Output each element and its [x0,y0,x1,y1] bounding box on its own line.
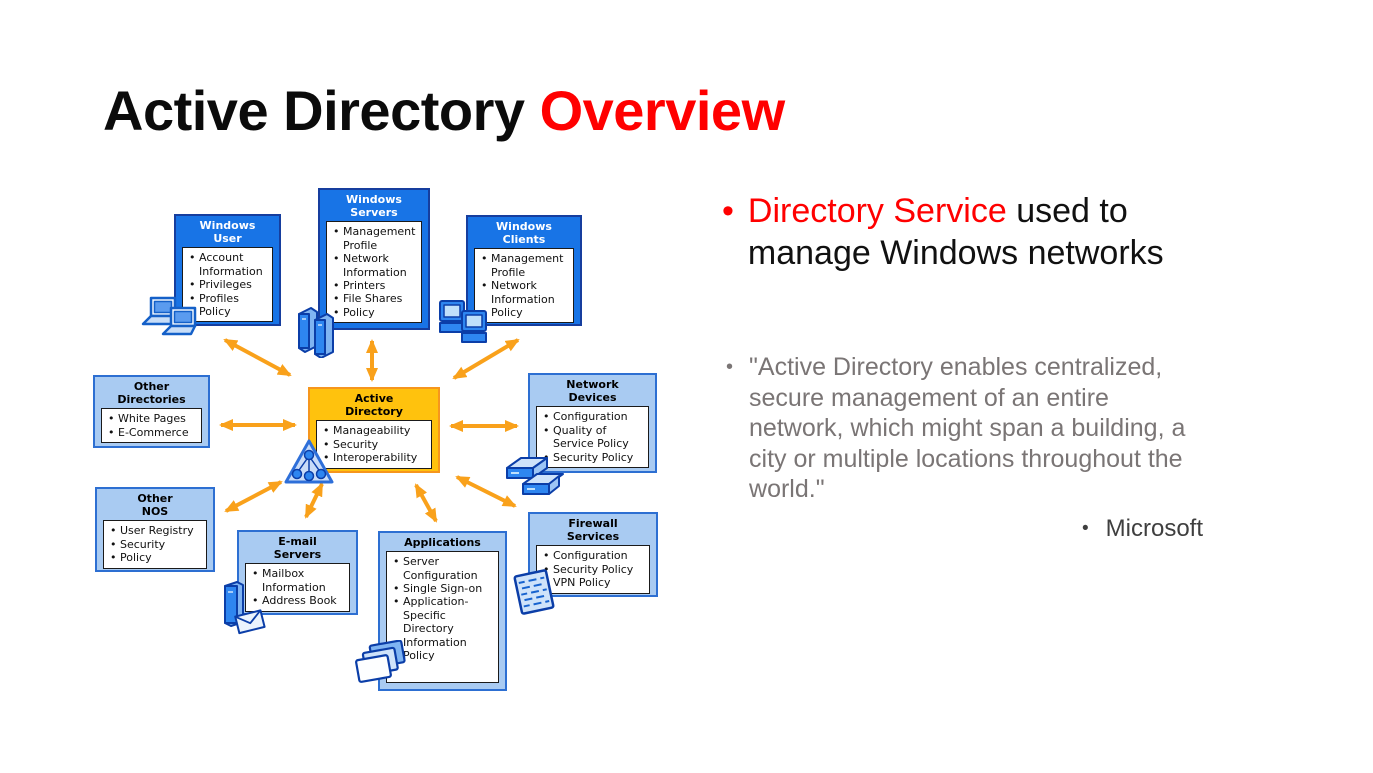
arrow-email-servers [304,482,324,519]
box-title: Firewall Services [566,517,620,544]
diagram-box-windows-clients: Windows Clients Management Profile Netwo… [466,215,582,326]
active-directory-diagram: Windows User Account Information Privile… [85,180,697,715]
firewall-icon [513,569,555,615]
diagram-box-active-directory: Active Directory Manageability Security … [308,387,440,473]
box-title: Windows User [199,219,256,246]
box-item: Printers [330,279,419,293]
box-item: E-Commerce [105,426,199,440]
box-body: Mailbox Information Address Book [245,563,350,612]
box-item: Single Sign-on [390,582,496,596]
box-item: File Shares [330,292,419,306]
box-item: Network Information [478,279,571,306]
box-item: Address Book [249,594,347,608]
bullet-accent-text: Directory Service [747,192,1007,230]
box-title: Windows Servers [346,193,402,220]
box-body: White Pages E-Commerce [101,408,202,444]
box-item: Management Profile [478,252,571,279]
box-body: Server Configuration Single Sign-on Appl… [386,551,499,683]
box-item: Quality of Service Policy [540,424,646,451]
box-body: Management Profile Network Information P… [474,248,574,324]
box-item: Security Policy [540,451,646,465]
box-item: Policy [107,551,204,565]
title-main: Active Directory [103,79,525,142]
bullet-text: Directory Service used to manage Windows… [748,190,1164,274]
email-server-icon [224,581,266,635]
box-item: Security [107,538,204,552]
network-switch-icon [506,457,564,495]
box-item: User Registry [107,524,204,538]
bullet-rest-text: used to manage Windows networks [747,192,1164,272]
box-item: Application- Specific Directory Informat… [390,595,496,649]
box-body: Configuration Security Policy VPN Policy [536,545,650,594]
diagram-box-other-directories: Other Directories White Pages E-Commerce [93,375,210,448]
arrow-windows-clients [452,338,520,380]
title-accent: Overview [539,79,786,142]
box-title: Windows Clients [496,220,552,247]
directory-tree-icon [284,439,334,484]
bullet-attribution: • Microsoft [1082,514,1203,544]
box-item: Configuration [540,549,647,563]
box-title: Applications [404,536,481,549]
bullet-dot: • [726,356,734,378]
arrow-other-nos [224,480,283,513]
box-body: Management Profile Network Information P… [326,221,422,324]
box-body: User Registry Security Policy [103,520,207,569]
box-item: Configuration [540,410,646,424]
box-item: Account Information [186,251,270,278]
page-title: Active Directory Overview [103,80,785,142]
box-title: Other NOS [137,492,173,519]
attribution-text: Microsoft [1105,515,1204,542]
box-item: Interoperability [320,451,429,465]
laptops-icon [141,296,197,336]
box-item: White Pages [105,412,199,426]
box-item: Mailbox Information [249,567,347,594]
diagram-box-other-nos: Other NOS User Registry Security Policy [95,487,215,572]
box-item: Network Information [330,252,419,279]
box-body: Manageability Security Interoperability [316,420,432,469]
bullet-directory-service: • Directory Service used to manage Windo… [722,190,1202,274]
bullet-dot: • [1082,518,1089,539]
diagram-box-email-servers: E-mail Servers Mailbox Information Addre… [237,530,358,615]
diagram-box-firewall-services: Firewall Services Configuration Security… [528,512,658,597]
box-item: Privileges [186,278,270,292]
diagram-box-applications: Applications Server Configuration Single… [378,531,507,691]
desktops-icon [439,300,487,343]
box-item: Security [320,438,429,452]
box-body: Configuration Quality of Service Policy … [536,406,649,468]
box-title: E-mail Servers [273,535,322,562]
box-item: Manageability [320,424,429,438]
server-towers-icon [298,307,334,358]
box-item: Profiles [186,292,270,306]
bullet-dot: • [722,192,734,230]
box-title: Network Devices [566,378,619,405]
arrow-applications [414,483,438,523]
diagram-box-windows-servers: Windows Servers Management Profile Netwo… [318,188,430,330]
box-title: Active Directory [345,392,403,419]
quote-text: "Active Directory enables centralized, s… [749,353,1186,503]
box-item: Policy [330,306,419,320]
app-stack-icon [355,640,406,683]
box-item: Server Configuration [390,555,496,582]
box-item: Security Policy [540,563,647,577]
diagram-box-network-devices: Network Devices Configuration Quality of… [528,373,657,473]
box-item: Management Profile [330,225,419,252]
bullet-quote: • "Active Directory enables centralized,… [726,352,1250,505]
arrow-windows-user [223,338,292,377]
box-title: Other Directories [117,380,186,407]
arrows-layer [219,338,520,523]
arrow-firewall-services [455,475,517,508]
